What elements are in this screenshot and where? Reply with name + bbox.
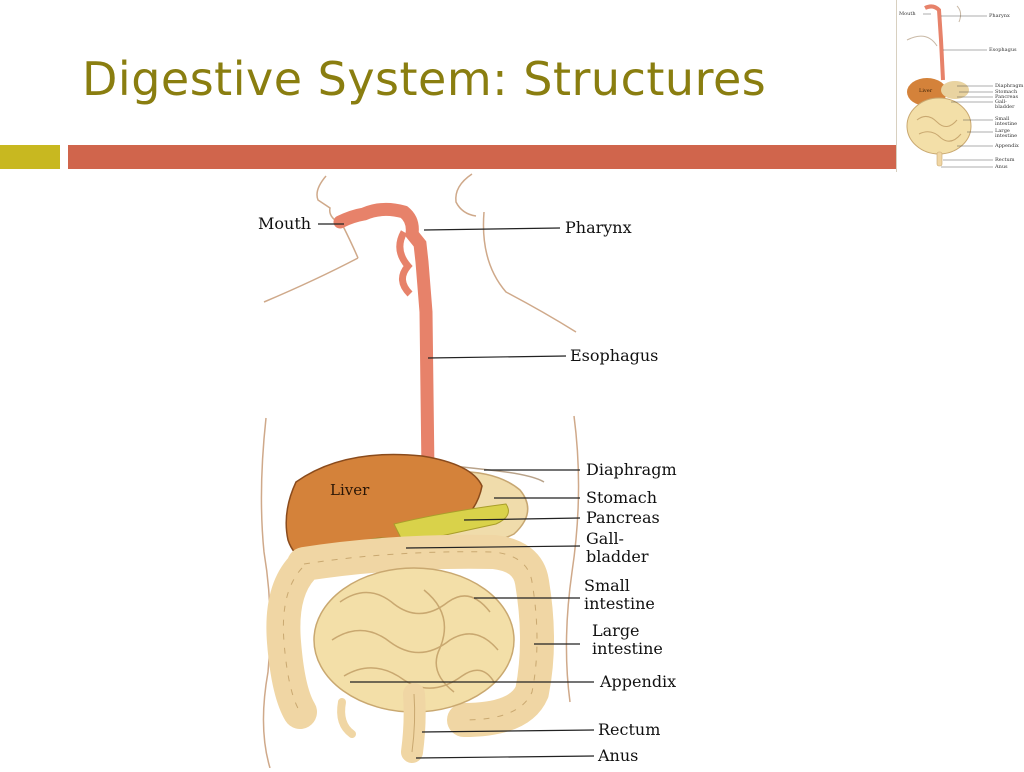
thumb-label-appendix: Appendix (995, 143, 1019, 149)
label-large-intestine-line2: intestine (592, 639, 663, 658)
leader-anus (415, 755, 595, 759)
leader-gallbladder (405, 545, 581, 549)
thumb-label-stomach: Stomach (995, 89, 1018, 95)
thumb-ear (956, 5, 962, 23)
digestive-system-diagram: Liver Mouth Pharynx Esophagus Diaphragm … (244, 172, 694, 769)
thumb-label-diaphragm: Diaphragm (995, 83, 1024, 89)
label-diaphragm: Diaphragm (586, 460, 677, 479)
small-intestine-loops (331, 589, 499, 693)
label-pharynx: Pharynx (565, 218, 632, 237)
appendix (337, 698, 356, 738)
thumb-esophagus (924, 4, 945, 81)
thumb-label-bladder: bladder (995, 104, 1015, 110)
thumb-label-anus: Anus (995, 164, 1008, 170)
large-intestine-haustra (282, 551, 538, 721)
label-pancreas: Pancreas (586, 508, 660, 527)
leader-pancreas (463, 517, 581, 521)
label-mouth: Mouth (258, 214, 311, 233)
label-rectum: Rectum (598, 720, 660, 739)
shoulder-left (263, 257, 359, 303)
label-appendix: Appendix (599, 672, 676, 691)
slide-title: Digestive System: Structures (82, 52, 767, 106)
thumb-label-pancreas: Pancreas (995, 94, 1019, 100)
face-profile (316, 175, 359, 259)
label-esophagus: Esophagus (570, 346, 658, 365)
leader-esophagus (427, 355, 567, 359)
pharynx-wall (396, 230, 413, 297)
thumb-label-large-intestine: intestine (995, 133, 1018, 139)
label-liver: Liver (330, 481, 370, 499)
thumb-leader-lines (923, 13, 993, 168)
label-gallbladder-line1: Gall- (586, 529, 624, 548)
label-gallbladder-line2: bladder (586, 547, 649, 566)
thumb-rectum (936, 151, 943, 167)
body-outline (260, 173, 580, 769)
thumb-stomach (941, 81, 969, 99)
thumb-label-liver: Liver (919, 88, 933, 94)
thumb-intestines (906, 97, 972, 155)
leader-pharynx (423, 227, 561, 231)
label-large-intestine-line1: Large (592, 621, 640, 640)
thumb-label-gall: Gall- (995, 99, 1007, 105)
label-stomach: Stomach (586, 488, 657, 507)
thumb-label-small: Small (995, 116, 1010, 122)
thumb-label-esophagus: Esophagus (989, 47, 1017, 53)
thumbnail-figure (906, 4, 993, 168)
leader-lines (318, 223, 595, 759)
label-small-intestine-line1: Small (584, 576, 630, 595)
rectum-outline (411, 693, 416, 753)
title-accent-bar (0, 145, 60, 169)
torso-left (260, 417, 271, 769)
thumb-label-small-intestine: intestine (995, 121, 1018, 127)
neck-right (482, 211, 577, 333)
thumb-label-mouth: Mouth (899, 11, 916, 17)
diagram-figure: Liver Mouth Pharynx Esophagus Diaphragm … (258, 173, 677, 769)
torso-right (565, 415, 580, 703)
thumb-label-pharynx: Pharynx (989, 13, 1010, 19)
title-divider-bar (68, 145, 1024, 169)
leader-rectum (421, 729, 595, 733)
diagram-thumbnail: Mouth Pharynx Esophagus Diaphragm Stomac… (896, 0, 1024, 172)
thumb-label-rectum: Rectum (995, 157, 1015, 163)
thumb-label-large: Large (995, 128, 1010, 134)
thumb-outline (906, 35, 938, 47)
label-anus: Anus (597, 746, 638, 765)
label-small-intestine-line2: intestine (584, 594, 655, 613)
esophagus-tract (333, 202, 435, 479)
ear (455, 173, 477, 217)
thumb-intestine-folds (916, 116, 962, 142)
